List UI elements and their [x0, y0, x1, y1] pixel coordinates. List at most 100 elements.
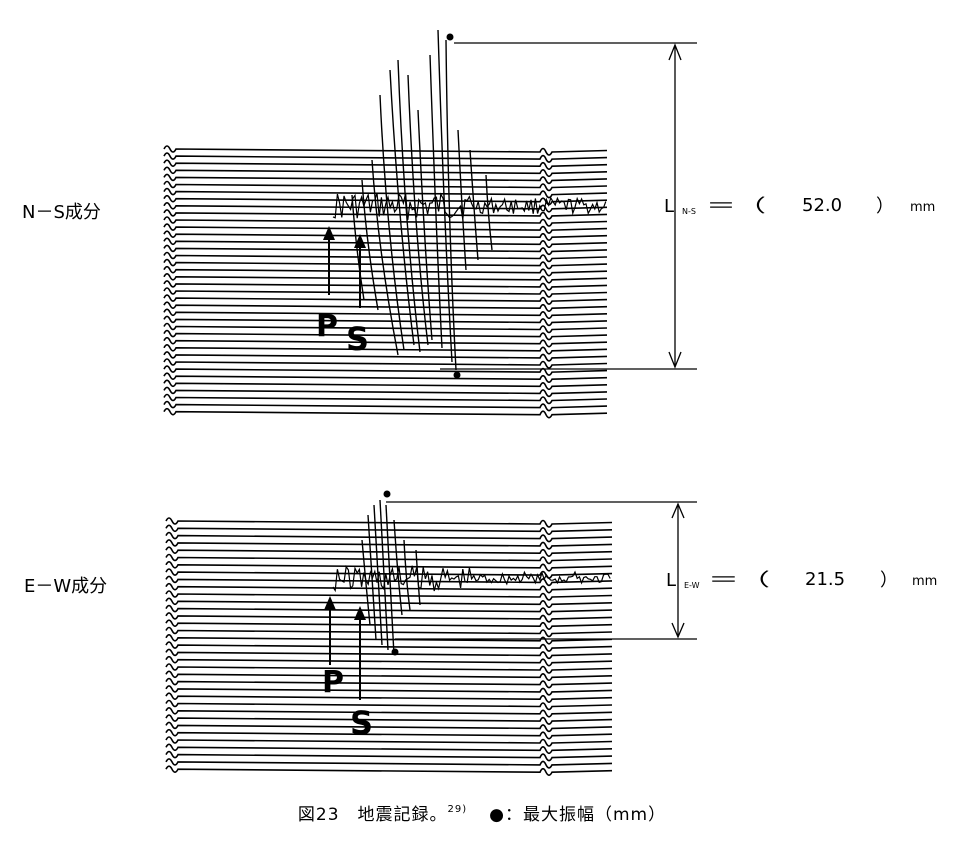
ns-trace-line	[163, 301, 608, 312]
ns-trace-line	[163, 351, 608, 362]
ew-trace-line	[165, 721, 613, 733]
ew-signal-stroke	[379, 499, 389, 651]
figure-caption: 図23 地震記録。29)●：最大振幅（mm）	[0, 800, 964, 825]
ew-dim-arrowhead-bottom	[671, 622, 685, 639]
caption-title: 図23 地震記録。	[297, 805, 448, 825]
ns-signal-stroke	[429, 54, 443, 349]
ns-trace-line	[163, 365, 608, 376]
ew-trace-line	[165, 582, 613, 594]
ew-amp-close: ）	[880, 570, 898, 591]
ew-trace-line	[165, 736, 613, 747]
ew-s-arrowhead	[354, 606, 366, 620]
ns-amp-subscript: N-S	[682, 207, 696, 216]
ns-trace-line	[163, 393, 608, 405]
ns-trace-line	[163, 180, 608, 192]
ns-amplitude-value: 52.0	[802, 195, 842, 216]
ns-signal-wiggle	[332, 192, 607, 220]
ew-signal-stroke	[367, 514, 377, 641]
ew-trace-line	[165, 604, 613, 616]
ns-trace-line	[163, 294, 608, 305]
ns-signal-stroke	[379, 94, 405, 351]
ns-trace-lines	[163, 145, 608, 419]
ns-amp-close: ）	[876, 196, 894, 217]
ns-signal-stroke	[371, 159, 399, 356]
ew-trace-line	[165, 670, 613, 682]
ns-dim-arrowhead-top	[668, 43, 682, 61]
ns-s-label: S	[346, 320, 369, 358]
ns-signal-stroke	[351, 194, 365, 301]
ns-trace-line	[163, 358, 608, 369]
ns-signal-stroke	[397, 59, 421, 353]
ns-p-label: P	[316, 309, 338, 344]
ew-trace-line	[165, 561, 613, 572]
ew-trace-line	[165, 677, 613, 689]
ew-trace-line	[165, 758, 613, 769]
ns-max-amp-dot-top	[446, 33, 454, 41]
ew-max-amp-dot-top	[383, 490, 391, 498]
ew-signal-stroke	[403, 539, 411, 611]
ns-signal-stroke	[457, 129, 467, 271]
ns-trace-line	[163, 273, 608, 284]
ew-trace-line	[165, 539, 613, 550]
ew-trace-line	[165, 619, 613, 630]
ew-trace-line	[165, 531, 613, 543]
ew-amp-unit: mm	[912, 574, 937, 589]
ew-amplitude-value: 21.5	[805, 569, 845, 590]
ew-trace-line	[165, 663, 613, 674]
ns-dim-arrowhead-bottom	[668, 351, 682, 369]
ns-trace-line	[163, 173, 608, 185]
ew-amp-equals: ＝（	[708, 570, 770, 591]
ns-trace-line	[163, 159, 608, 170]
caption-reference: 29)	[447, 804, 468, 815]
ns-trace-line	[163, 145, 608, 156]
ns-trace-line	[163, 202, 608, 213]
ew-trace-line	[165, 743, 613, 755]
ew-trace-line	[165, 707, 613, 718]
ns-earthquake-signal	[332, 29, 607, 371]
ew-amp-prefix: L	[666, 570, 676, 591]
ew-trace-line	[165, 655, 613, 667]
ew-max-amp-dot-bottom	[391, 648, 399, 656]
seismogram-figure: P S N－S成分 L N-S ＝（ 52.0 ） mm P S	[22, 29, 937, 776]
ew-trace-line	[165, 597, 613, 609]
ns-trace-line	[163, 244, 608, 256]
ns-component-label: N－S成分	[22, 202, 101, 223]
ew-seismogram-panel: P S E－W成分 L E-W ＝（ 21.5 ） mm	[24, 490, 937, 776]
ew-trace-line	[165, 590, 613, 601]
ns-trace-line	[163, 329, 608, 341]
ew-trace-line	[165, 728, 613, 740]
ew-trace-line	[165, 612, 613, 623]
ns-trace-line	[163, 230, 608, 241]
ns-trace-line	[163, 216, 608, 227]
ns-trace-line	[163, 265, 608, 277]
ew-trace-lines	[165, 517, 613, 776]
ns-amp-unit: mm	[910, 200, 935, 215]
ns-trace-line	[163, 400, 608, 412]
ns-trace-line	[163, 315, 608, 327]
ns-amp-prefix: L	[664, 196, 674, 217]
ns-trace-line	[163, 258, 608, 270]
ns-trace-line	[163, 379, 608, 391]
ns-seismogram-panel: P S N－S成分 L N-S ＝（ 52.0 ） mm	[22, 29, 935, 419]
ns-trace-line	[163, 308, 608, 320]
ns-signal-stroke	[407, 74, 429, 346]
ns-p-arrowhead	[323, 226, 335, 240]
ew-s-label: S	[350, 704, 373, 742]
ns-trace-line	[163, 280, 608, 291]
ew-trace-line	[165, 524, 613, 536]
ew-earthquake-signal	[332, 499, 611, 656]
ns-trace-line	[163, 322, 608, 334]
ew-trace-line	[165, 517, 613, 528]
ns-trace-line	[163, 152, 608, 163]
ew-trace-line	[165, 546, 613, 557]
ns-trace-line	[163, 407, 608, 419]
ns-s-arrowhead	[354, 234, 366, 248]
ew-component-label: E－W成分	[24, 576, 107, 597]
ew-trace-line	[165, 634, 613, 645]
ew-trace-line	[165, 714, 613, 725]
ns-signal-stroke	[445, 39, 457, 371]
ns-trace-line	[163, 209, 608, 220]
ew-trace-line	[165, 648, 613, 660]
ns-amp-equals: ＝（	[706, 196, 766, 217]
ns-trace-line	[163, 336, 608, 348]
